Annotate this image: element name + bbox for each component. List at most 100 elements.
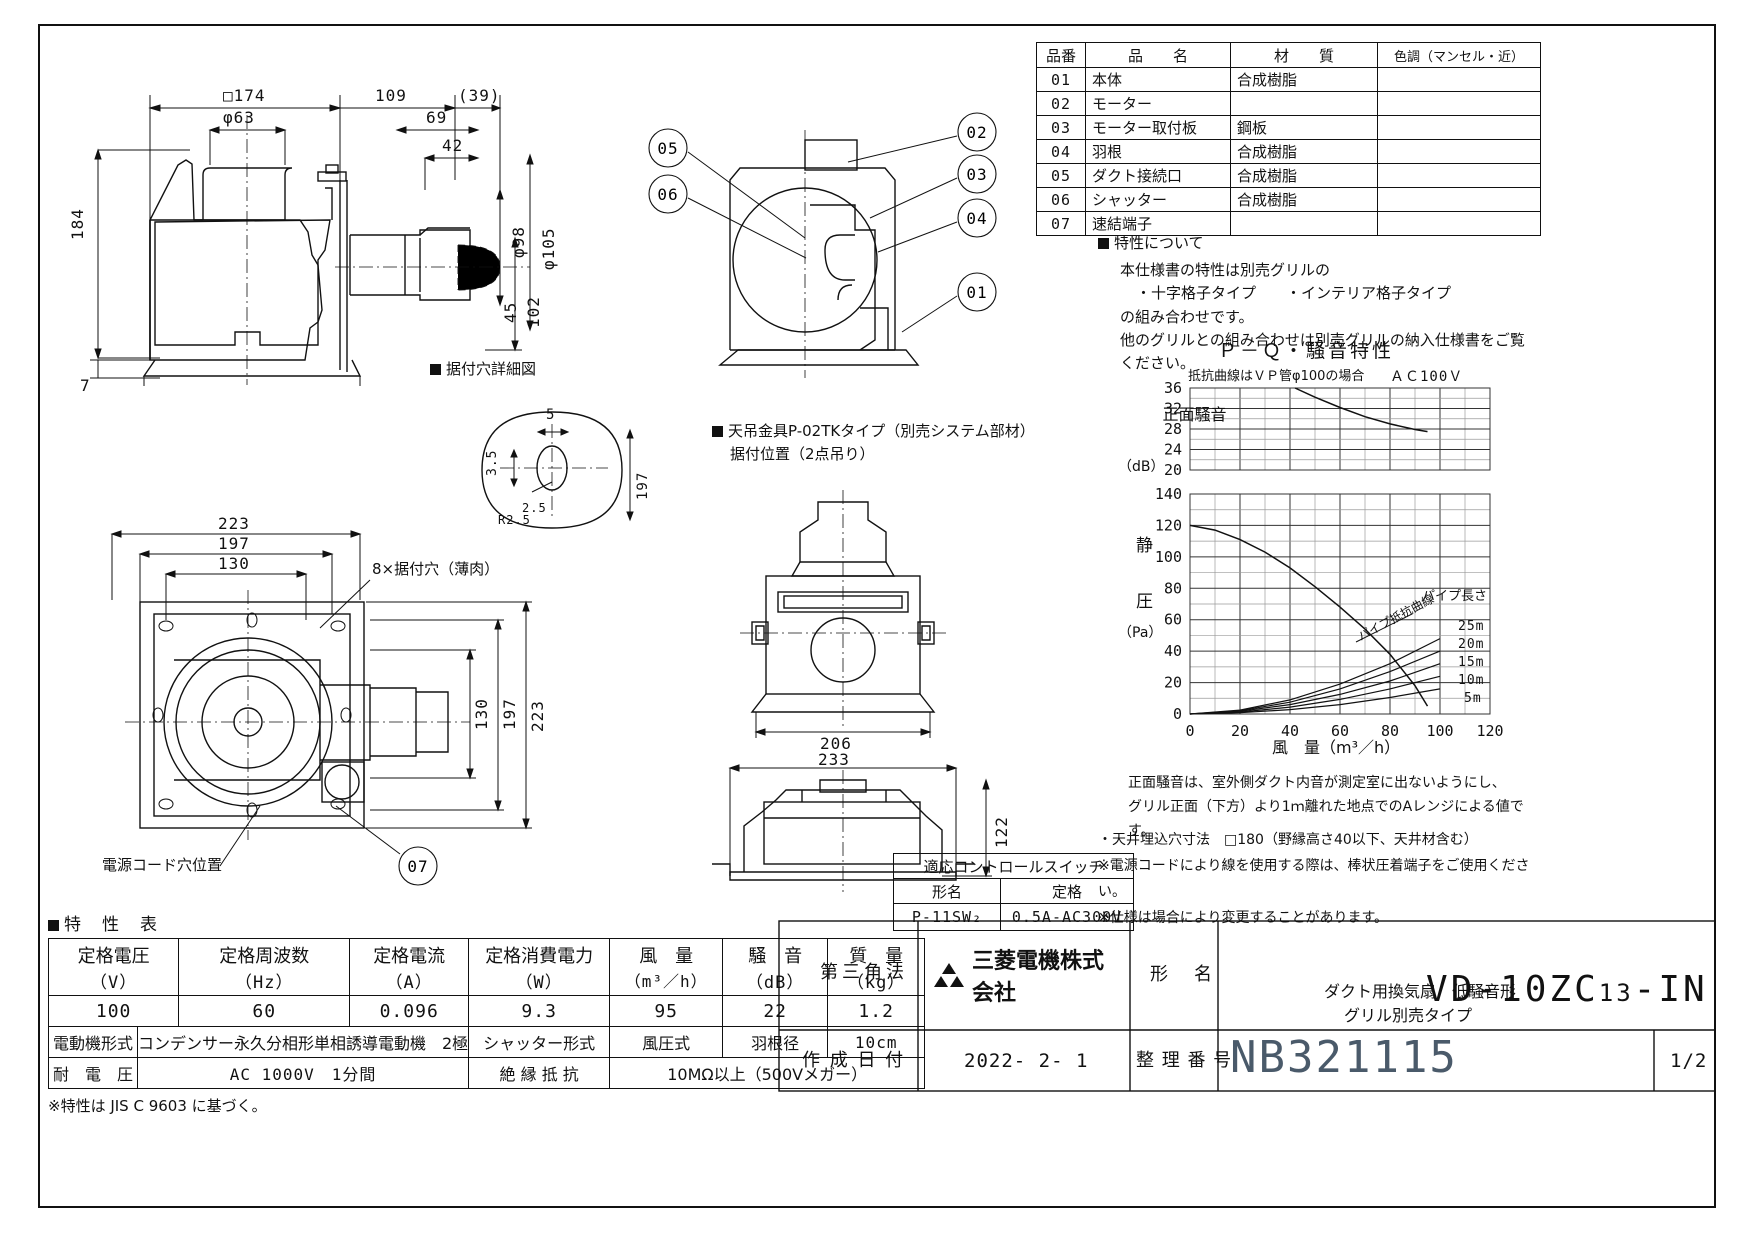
part-no: 03 [1036, 115, 1086, 140]
callout-mounting-holes: 8×据付穴（薄肉） [372, 560, 500, 578]
series-label-25m: 25m [1458, 619, 1485, 634]
dim-45: 45 [501, 301, 520, 323]
noise-tick-label: 20 [1164, 461, 1182, 479]
pipe-length-legend-title: パイプ長さ [1422, 589, 1488, 604]
dim-102: 102 [524, 296, 543, 328]
part-name: 本体 [1085, 67, 1231, 92]
part-no: 04 [1036, 139, 1086, 164]
cs-h1: 定格 [1000, 878, 1134, 904]
model-number: VD-10ZC13-IN [1426, 969, 1708, 1010]
chart-xlabel: 風 量（m³／h） [1272, 738, 1401, 757]
characteristics-note: 特性について 本仕様書の特性は別売グリルの ・十字格子タイプ ・インテリア格子タ… [1098, 232, 1538, 375]
spec-table: 定格電圧（V） 定格周波数（Hz） 定格電流（A） 定格消費電力（W） 風 量（… [47, 938, 926, 1116]
chart-title: Ｐ－Ｑ・騒音特性 [1218, 340, 1395, 362]
part-material [1230, 91, 1378, 116]
hole-dim-197: 197 [635, 471, 651, 500]
spec-r2-v1: 風圧式 [609, 1026, 724, 1058]
part-no: 07 [1036, 211, 1086, 236]
spec-row-2: 電動機形式 コンデンサー永久分相形単相誘導電動機 2極 シャッター形式 風圧式 … [48, 1026, 926, 1058]
spec-header-row: 定格電圧（V） 定格周波数（Hz） 定格電流（A） 定格消費電力（W） 風 量（… [47, 938, 926, 996]
x-tick-label: 60 [1331, 722, 1349, 740]
spec-v-1: 60 [178, 995, 351, 1027]
part-no: 02 [1036, 91, 1086, 116]
control-switch-table: 適応コントロールスイッチ 形名 定格 P-11SW₂ 0.5A-AC300V [893, 853, 1134, 931]
noise-axis-unit: （dB） [1118, 459, 1165, 475]
chart-footnotes: 正面騒音は、室外側ダクト内音が測定室に出ないようにし、 グリル正面（下方）より1… [1128, 772, 1548, 843]
company-name: 三菱電機株式会社 [972, 949, 1105, 1006]
noise-tick-label: 24 [1164, 441, 1182, 459]
col-material: 材 質 [1230, 42, 1378, 68]
part-material: 合成樹脂 [1230, 187, 1378, 212]
plan-view-drawing: 07 223 197 130 130 197 223 8×据付穴（薄肉） 電源コ… [70, 510, 590, 910]
chart-footnote-1: 正面騒音は、室外側ダクト内音が測定室に出ないようにし、 [1128, 775, 1506, 791]
spec-h-3: 定格消費電力（W） [468, 938, 611, 996]
dim-7: 7 [80, 376, 91, 395]
spec-table-heading: 特 性 表 [48, 910, 159, 935]
right-notes: ・天井埋込穴寸法 □180（野縁高さ40以下、天井材含む） ※電源コードにより線… [1098, 828, 1538, 932]
spec-r2-l2: 羽根径 [722, 1026, 829, 1058]
parts-table-header: 品番 品 名 材 質 色調（マンセル・近） [1036, 42, 1541, 68]
mitsubishi-diamond-icon [934, 963, 964, 987]
bullet-square-icon-4 [48, 920, 59, 931]
mitsubishi-logo: 三菱電機株式会社 [934, 949, 1122, 1006]
part-name: モーター取付板 [1085, 115, 1231, 140]
dim-phi63: φ63 [223, 108, 255, 127]
bracket-dim-122: 122 [992, 816, 1011, 848]
part-no: 01 [1036, 67, 1086, 92]
pressure-axis-label-2: 圧 [1136, 592, 1153, 612]
pressure-tick-label: 40 [1164, 642, 1182, 660]
title-block: 第三角法 三菱電機株式会社 形 名 VD-10ZC13-IN ダクト用換気扇 低… [778, 920, 1716, 1208]
part-color [1377, 211, 1541, 236]
svg-text:05: 05 [657, 139, 678, 158]
bullet-square-icon-3 [712, 426, 723, 437]
product-desc-2: グリル別売タイプ [1344, 1006, 1473, 1025]
note-line-4: 他のグリルとの組み合わせは別売グリルの納入仕様書をご覧ください。 [1120, 330, 1525, 372]
part-color [1377, 115, 1541, 140]
part-material: 鋼板 [1230, 115, 1378, 140]
pressure-tick-label: 100 [1155, 548, 1182, 566]
bullet-square-icon [1098, 238, 1109, 249]
spec-h-0: 定格電圧（V） [47, 938, 180, 996]
note-line-2: ・十字格子タイプ ・インテリア格子タイプ [1136, 284, 1452, 303]
pressure-tick-label: 120 [1155, 516, 1182, 534]
x-tick-label: 20 [1231, 722, 1249, 740]
spec-r3-v1: 10MΩ以上（500Vメガー） [609, 1057, 926, 1089]
part-color [1377, 67, 1541, 92]
cs-title: 適応コントロールスイッチ [893, 853, 1134, 879]
chart-subtitle-right: ＡＣ100Ｖ [1390, 369, 1464, 385]
plan-dim-130-right: 130 [472, 698, 491, 730]
spec-r3-l0: 耐 電 圧 [48, 1057, 138, 1089]
plan-dim-197-right: 197 [500, 698, 519, 730]
chart-footnote-2: グリル正面（下方）より1ｍ離れた地点でのAレンジによる値です。 [1128, 798, 1524, 839]
dim-174: □174 [223, 86, 266, 105]
spec-h-6: 質 量（kg） [827, 938, 926, 996]
part-no: 05 [1036, 163, 1086, 188]
pq-noise-chart: Ｐ－Ｑ・騒音特性 抵抗曲線はＶＰ管φ100の場合 ＡＣ100Ｖ 正面騒音 （dB… [1060, 342, 1560, 762]
noise-axis-label: 正面騒音 [1162, 405, 1227, 425]
part-name: ダクト接続口 [1085, 163, 1231, 188]
part-material: 合成樹脂 [1230, 67, 1378, 92]
bracket-dim-233: 233 [818, 750, 850, 769]
callout-power-cord-hole: 電源コード穴位置 [102, 856, 223, 874]
series-label-20m: 20m [1458, 637, 1485, 652]
hole-detail-title: 据付穴詳細図 [430, 358, 536, 379]
product-desc-1: ダクト用換気扇 低騒音形 [1324, 982, 1517, 1001]
dim-phi105: φ105 [539, 227, 558, 270]
part-color [1377, 187, 1541, 212]
pressure-tick-label: 20 [1164, 674, 1182, 692]
part-name: 羽根 [1085, 139, 1231, 164]
spec-r2-v2: 10cm [827, 1026, 926, 1058]
bracket-drawing: 206 233 122 [690, 480, 1030, 910]
right-note-2: ※電源コードにより線を使用する際は、棒状圧着端子をご使用ください。 [1098, 857, 1530, 900]
plan-dim-197-top: 197 [218, 534, 250, 553]
col-color: 色調（マンセル・近） [1377, 42, 1541, 68]
series-label-5m: 5m [1464, 691, 1482, 706]
spec-h-1: 定格周波数（Hz） [178, 938, 351, 996]
dim-109: 109 [375, 86, 407, 105]
